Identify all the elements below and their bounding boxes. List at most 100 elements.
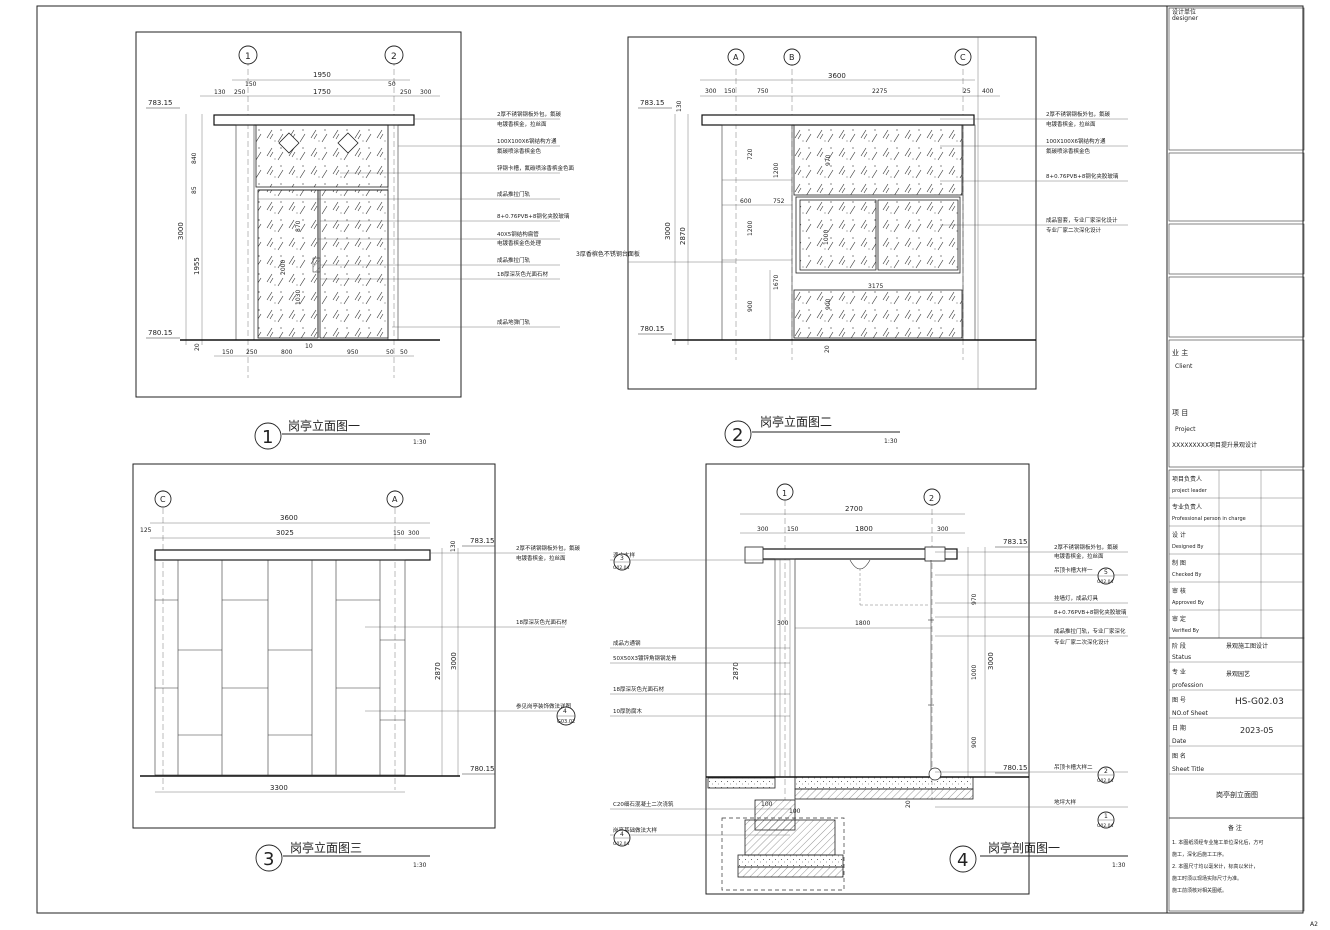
dim3-top-125: 125: [140, 527, 152, 534]
view-3-callout-0: 2厚不锈钢钢板外包，氟碳: [516, 544, 581, 552]
ref-bubble-3-sheet: G03.02: [557, 719, 575, 725]
axis-label-C: C: [960, 53, 966, 62]
dim4-inner-970: 970: [971, 593, 978, 605]
dim-left-1955: 1955: [193, 257, 201, 275]
view-2-elevation: A B C 3600 300 150 750 2275 25 400 783.1…: [576, 36, 1128, 390]
view-4-left-callout-1: 成品方通钢: [613, 639, 641, 647]
dim-bottom-50a: 50: [386, 349, 394, 356]
view-4-left-ref-0-sheet: G02.04: [613, 565, 630, 571]
axis-label-B: B: [789, 53, 795, 62]
dim-bottom-10: 10: [305, 343, 313, 350]
view-3-callout-3: 参见岗亭装饰做法详图: [516, 702, 572, 710]
view-4-right-ref-1-sheet: G02.04: [1097, 778, 1114, 784]
dim-top-130: 130: [214, 89, 226, 96]
axis-label-3C: C: [160, 495, 166, 504]
project-label: 项 目: [1172, 409, 1188, 417]
view-1-title-text: 岗亭立面图一: [288, 418, 360, 433]
view-4-right-ref-2-num: 1: [1104, 813, 1108, 820]
date-value: 2023-05: [1240, 726, 1273, 735]
dim2-left-2870: 2870: [679, 227, 687, 245]
axis-bubble-4-2: [923, 488, 941, 506]
notes-title: 备 注: [1228, 824, 1242, 832]
view-1-callout-1: 电镀香槟金，拉丝面: [497, 120, 547, 128]
view-4-right-ref-0-sheet: G02.04: [1097, 579, 1114, 585]
view-4-right-callout-4: 8+0.76PVB+8钢化夹胶玻璃: [1054, 608, 1127, 616]
dim-left-85: 85: [191, 186, 198, 194]
view-1-scale: 1:30: [413, 439, 427, 446]
sheet-title-en: Sheet Title: [1172, 766, 1204, 773]
elev-top: 783.15: [148, 99, 173, 107]
dim-bottom-50b: 50: [400, 349, 408, 356]
view-4-right-callout-6: 专业厂家二次深化设计: [1054, 638, 1110, 646]
dim3-bottom-3300: 3300: [270, 784, 288, 792]
project-name: XXXXXXXXX项目提升景观设计: [1172, 441, 1257, 449]
view-4-scale: 1:30: [1112, 862, 1126, 869]
tb-row-2-cn: 设 计: [1172, 531, 1186, 539]
dim3-right-130: 130: [450, 540, 457, 552]
view-1-callout-6: 8+0.76PVB+8钢化夹胶玻璃: [497, 212, 570, 220]
dim4-inner-20: 20: [905, 800, 912, 808]
dim3-right-2870: 2870: [434, 662, 442, 680]
dim-top-250b: 250: [400, 89, 412, 96]
axis-bubble-B: [783, 48, 801, 66]
dim3-top-150: 150: [393, 530, 405, 537]
view-4-title-text: 岗亭剖面图一: [988, 840, 1060, 855]
status-label: 阶 段: [1172, 642, 1186, 650]
dim-top-150: 150: [245, 81, 257, 88]
dim2-left-720: 720: [747, 148, 754, 160]
dim-top-50: 50: [388, 81, 396, 88]
elev-bottom: 780.15: [148, 329, 173, 337]
dim2-top-150: 150: [724, 88, 736, 95]
view-2-title-text: 岗亭立面图二: [760, 414, 832, 429]
dim2-inner-600: 600: [740, 198, 752, 205]
tb-row-5-cn: 审 定: [1172, 615, 1186, 623]
dim3-top-3025: 3025: [276, 529, 294, 537]
dim-top-250a: 250: [234, 89, 246, 96]
profession-value: 景观园艺: [1226, 670, 1250, 678]
corner-mark: A2: [1310, 921, 1318, 928]
view-1-callout-7: 40X5钢结构扁管: [497, 230, 539, 238]
tb-note-2: 2. 本图尺寸均以毫米计，标高以米计，: [1172, 863, 1258, 870]
view-4-left-callout-2: 50X50X3镀锌角钢钢龙骨: [613, 654, 677, 662]
tb-row-3-cn: 制 图: [1172, 559, 1186, 567]
view-4-right-callout-0: 2厚不锈钢钢板外包，氟碳: [1054, 543, 1119, 551]
view-3-number: 3: [263, 849, 274, 870]
dim4-top-2700: 2700: [845, 505, 863, 513]
view-4-left-callout-6: 岗亭基础做法大样: [613, 826, 658, 834]
dim2-inner-1200: 1200: [773, 163, 780, 178]
dim-left-840: 840: [191, 152, 198, 164]
tb-row-0-cn: 项目负责人: [1172, 475, 1202, 483]
profession-en: profession: [1172, 682, 1203, 689]
dim4-inner-2870: 2870: [732, 662, 740, 680]
view-4-right-callout-8: 地坪大样: [1054, 798, 1077, 806]
client-en: Client: [1175, 363, 1193, 370]
view-4-left-ref-1-sheet: G02.04: [613, 841, 630, 847]
dim2-top-3600: 3600: [828, 72, 846, 80]
design-unit-en: designer: [1172, 15, 1199, 22]
view-4-left-callout-5: C20细石混凝土二次浇筑: [613, 800, 674, 808]
dim3-top-300: 300: [408, 530, 420, 537]
tb-row-4-en: Approved By: [1172, 600, 1204, 606]
view-4-left-ref-0-num: 3: [620, 555, 624, 562]
view-3-callout-2: 18厚深灰色光面石材: [516, 618, 567, 626]
tb-row-1-cn: 专业负责人: [1172, 503, 1202, 511]
drawing-no-label: 图 号: [1172, 697, 1186, 704]
view-2-callout-6: 专业厂家二次深化设计: [1046, 226, 1102, 234]
dim3-right-3000: 3000: [450, 652, 458, 670]
view-1-elevation: 1 2 1950 150 1750 50 130 250 300 250 783…: [135, 31, 575, 398]
elev3-bottom: 780.15: [470, 765, 495, 773]
dim4-top-300a: 300: [757, 526, 769, 533]
dim-top-300: 300: [420, 89, 432, 96]
dim4-top-300b: 300: [937, 526, 949, 533]
tb-row-3-en: Checked By: [1172, 572, 1201, 578]
view-4-right-callout-5: 成品推拉门轨，专业厂家深化: [1054, 627, 1126, 635]
tb-note-4: 施工前须核对相关图纸。: [1172, 887, 1227, 894]
dim-bottom-250: 250: [246, 349, 258, 356]
tb-row-2-en: Designed By: [1172, 544, 1204, 550]
view-2-number: 2: [732, 425, 743, 446]
tb-note-3: 施工时须以现场实际尺寸为准。: [1172, 875, 1242, 882]
title-block: 设计单位 designer 业 主 Client 项 目 Project XXX…: [1166, 6, 1305, 913]
axis-label-4-1: 1: [782, 489, 787, 498]
project-en: Project: [1175, 426, 1196, 433]
